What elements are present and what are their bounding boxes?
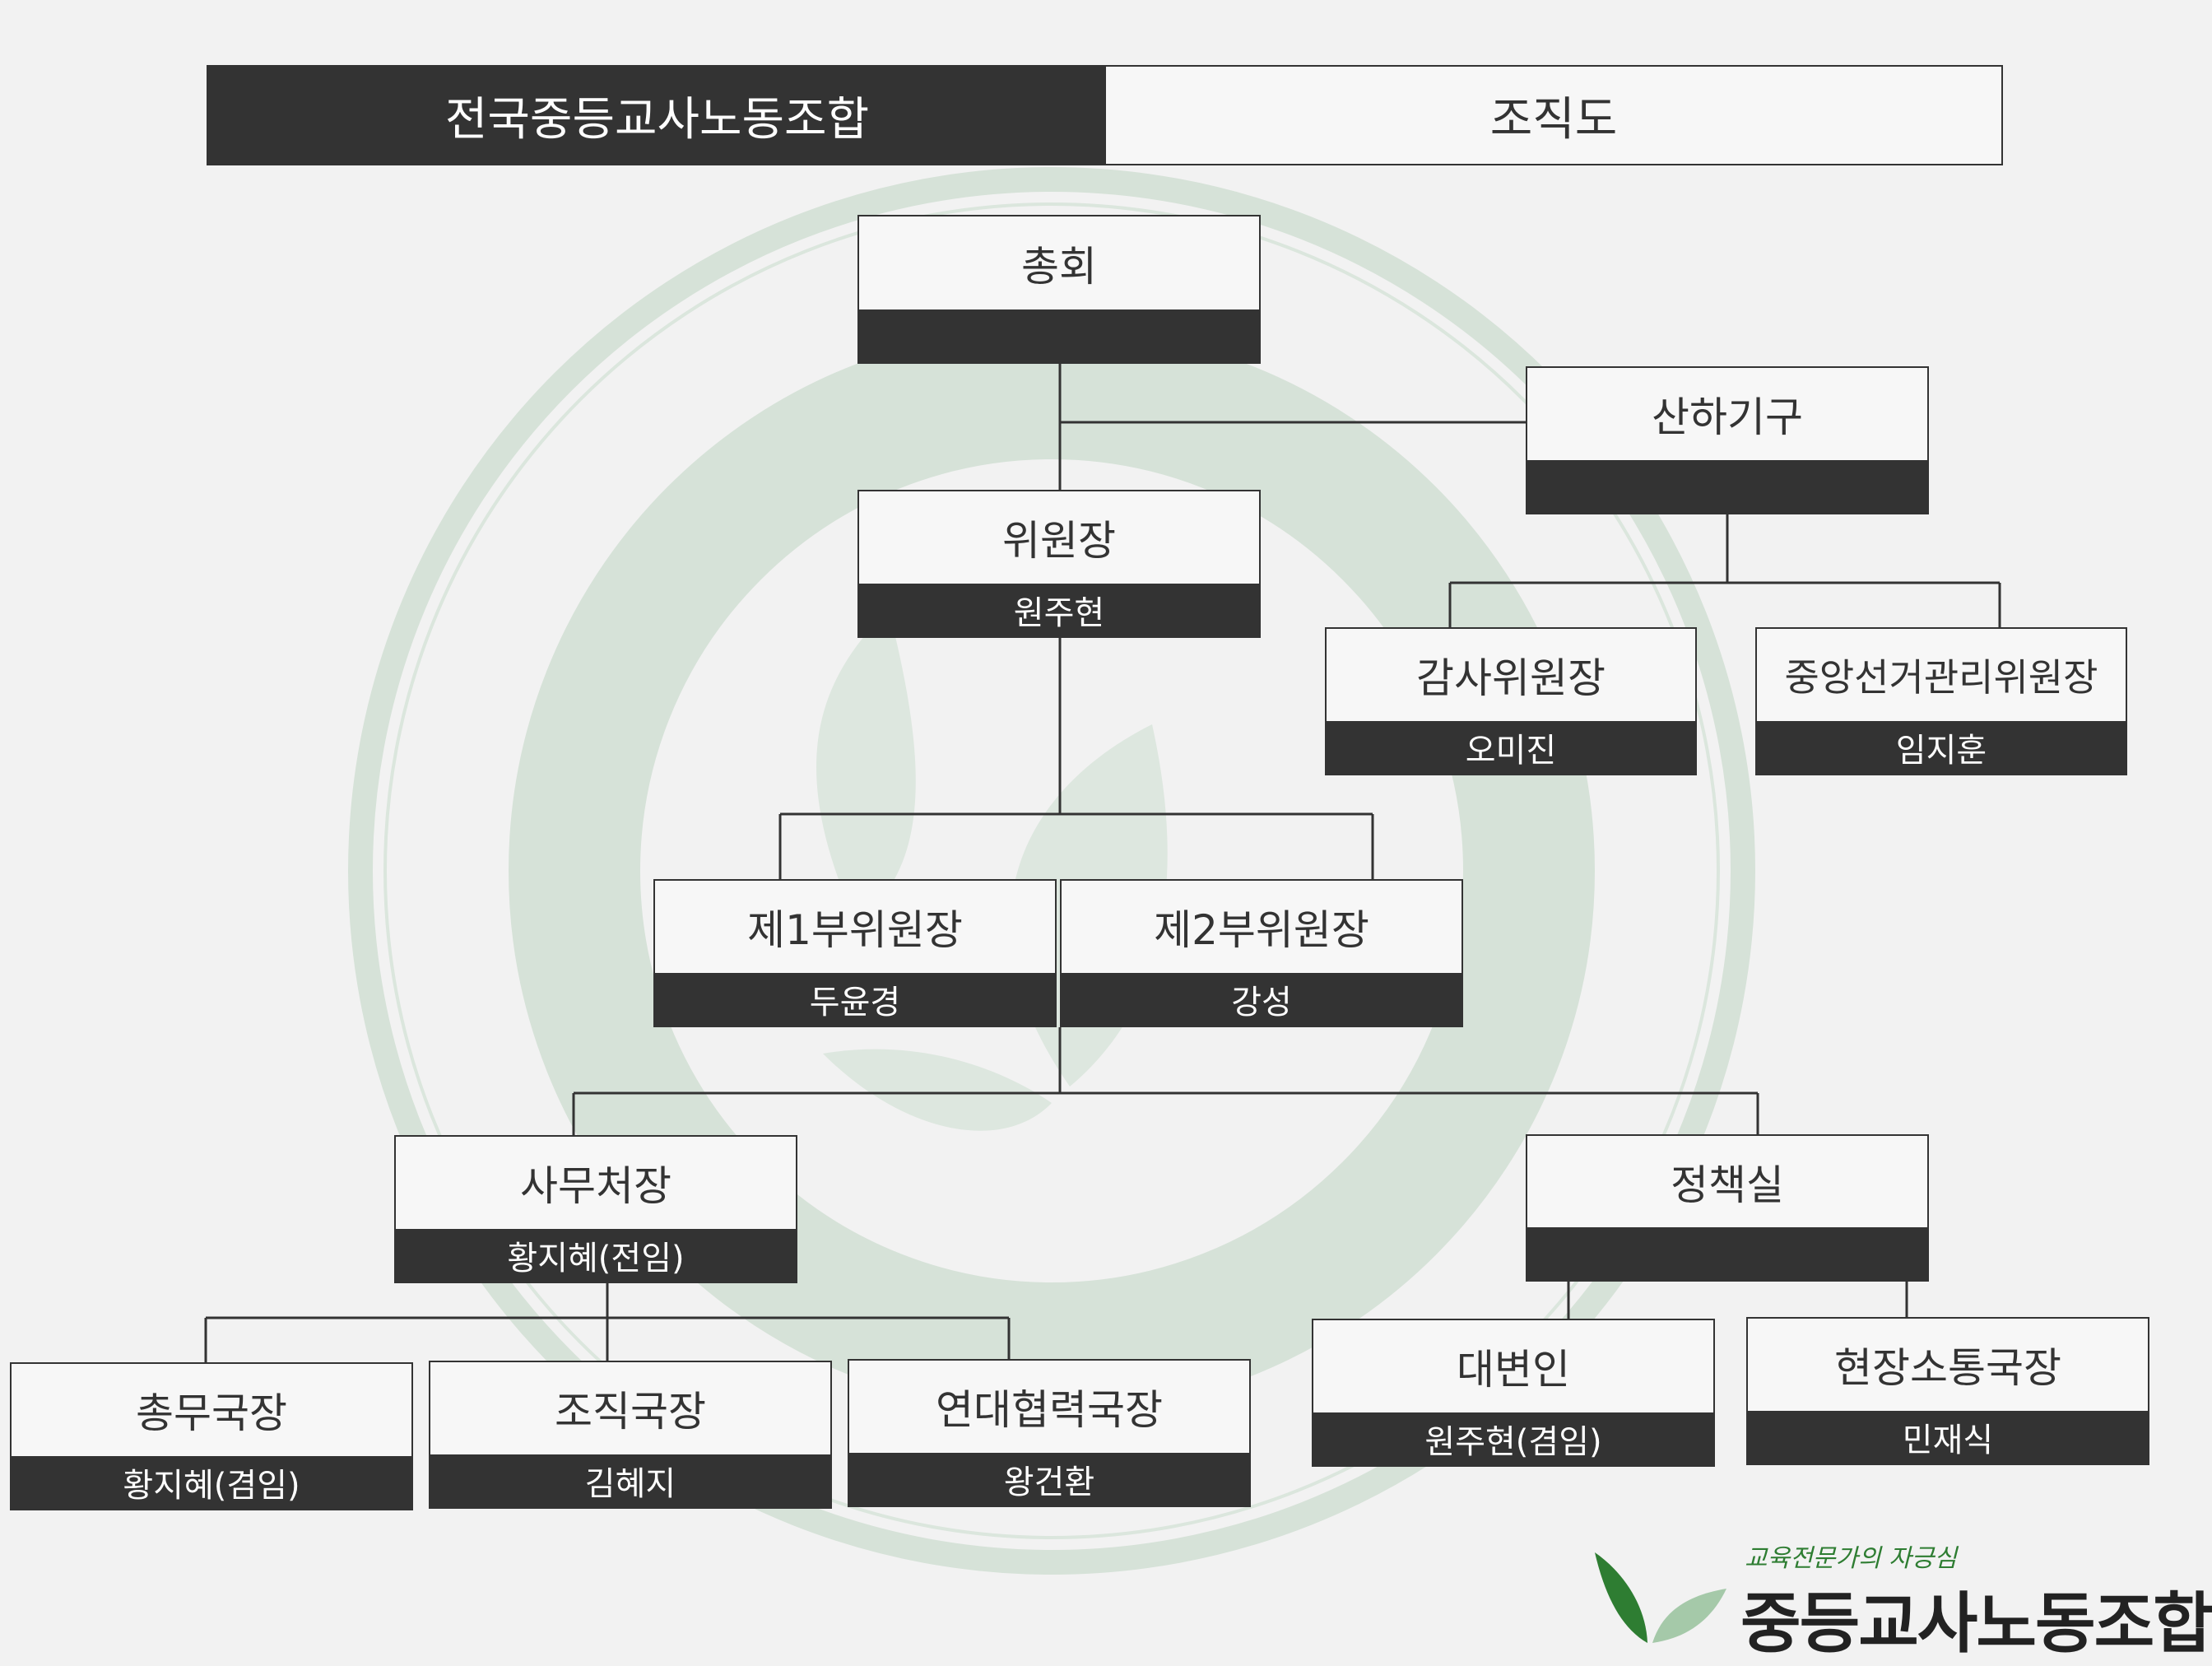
page-title: 조직도 xyxy=(1106,67,2001,164)
node-name xyxy=(1527,460,1927,513)
node-name: 왕건환 xyxy=(849,1453,1249,1505)
node-general-assembly: 총회 xyxy=(857,215,1261,364)
node-auditor: 감사위원장 오미진 xyxy=(1325,627,1697,775)
node-policy-office: 정책실 xyxy=(1526,1134,1929,1282)
logo-org-name: 중등교사노동조합 xyxy=(1740,1585,2212,1662)
node-title: 제1부위원장 xyxy=(747,906,963,954)
union-logo: 교육전문가의 자긍심 중등교사노동조합 xyxy=(1588,1538,2212,1662)
node-name: 임지훈 xyxy=(1757,721,2126,774)
node-vice-chair-2: 제2부위원장 강성 xyxy=(1060,879,1463,1027)
logo-slogan: 교육전문가의 자긍심 xyxy=(1745,1544,1957,1573)
node-name: 강성 xyxy=(1062,973,1462,1026)
node-title: 감사위원장 xyxy=(1416,654,1606,702)
node-name: 김혜지 xyxy=(430,1454,830,1507)
node-name: 민재식 xyxy=(1748,1411,2148,1464)
node-name: 황지혜(전임) xyxy=(396,1229,796,1282)
node-vice-chair-1: 제1부위원장 두윤경 xyxy=(653,879,1057,1027)
header-bar: 전국중등교사노동조합 조직도 xyxy=(207,65,2003,165)
node-field-communication: 현장소통국장 민재식 xyxy=(1746,1317,2149,1465)
node-organization: 조직국장 김혜지 xyxy=(429,1361,832,1509)
node-name: 원주현 xyxy=(859,584,1259,636)
node-title: 중앙선거관리위원장 xyxy=(1784,655,2098,700)
node-election-committee: 중앙선거관리위원장 임지훈 xyxy=(1755,627,2127,775)
node-secretary-general: 사무처장 황지혜(전임) xyxy=(394,1135,797,1283)
node-title: 조직국장 xyxy=(555,1388,706,1436)
node-title: 연대협력국장 xyxy=(936,1386,1163,1434)
node-affiliates: 산하기구 xyxy=(1526,366,1929,514)
node-name xyxy=(1527,1227,1927,1280)
node-title: 사무처장 xyxy=(520,1162,672,1210)
node-title: 현장소통국장 xyxy=(1834,1344,2061,1392)
node-chair: 위원장 원주현 xyxy=(857,490,1261,638)
node-general-affairs: 총무국장 황지혜(겸임) xyxy=(10,1362,413,1510)
node-title: 총회 xyxy=(1021,242,1097,291)
node-name: 두윤경 xyxy=(655,973,1055,1026)
node-name: 원주현(겸임) xyxy=(1313,1412,1713,1465)
node-spokesperson: 대변인 원주현(겸임) xyxy=(1312,1319,1715,1467)
node-title: 제2부위원장 xyxy=(1154,906,1369,954)
node-title: 위원장 xyxy=(1002,517,1116,565)
node-solidarity: 연대협력국장 왕건환 xyxy=(848,1359,1251,1507)
org-title: 전국중등교사노동조합 xyxy=(208,67,1106,164)
node-name xyxy=(859,309,1259,362)
green-leaf-icon xyxy=(1595,1552,1726,1643)
node-title: 정책실 xyxy=(1671,1161,1784,1209)
node-name: 오미진 xyxy=(1327,721,1695,774)
node-title: 대변인 xyxy=(1457,1346,1570,1394)
node-title: 총무국장 xyxy=(136,1389,287,1437)
node-name: 황지혜(겸임) xyxy=(12,1456,411,1509)
node-title: 산하기구 xyxy=(1652,393,1803,441)
